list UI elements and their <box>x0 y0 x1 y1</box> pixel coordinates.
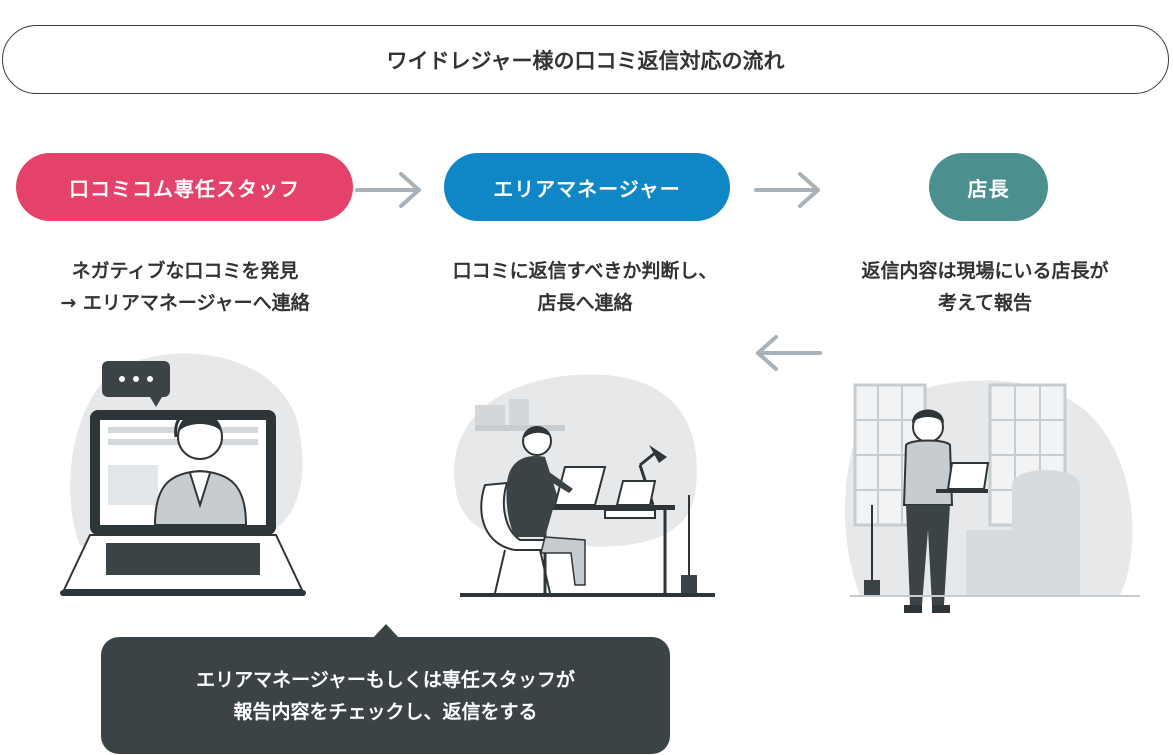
step-description-line: 店長へ連絡 <box>537 292 633 314</box>
role-pill-area-manager-label: エリアマネージャー <box>493 176 681 201</box>
step-description-area-manager: 口コミに返信すべきか判断し、 店長へ連絡 <box>400 255 770 319</box>
role-pill-store-manager: 店長 <box>929 153 1048 221</box>
note-bubble-tail <box>373 624 399 638</box>
role-pill-store-manager-label: 店長 <box>967 176 1010 201</box>
flow-title: ワイドレジャー様の口コミ返信対応の流れ <box>2 25 1169 94</box>
step-description-line: → エリアマネージャーへ連絡 <box>60 292 310 314</box>
flow-title-text: ワイドレジャー様の口コミ返信対応の流れ <box>386 48 785 73</box>
step-description-line: 返信内容は現場にいる店長が <box>861 260 1109 282</box>
arrow-right-icon <box>754 172 820 208</box>
role-pill-staff: 口コミコム専任スタッフ <box>16 153 353 221</box>
note-line: 報告内容をチェックし、返信をする <box>233 700 538 723</box>
note-bubble: エリアマネージャーもしくは専任スタッフが 報告内容をチェックし、返信をする <box>101 637 670 754</box>
role-pill-staff-label: 口コミコム専任スタッフ <box>69 176 300 201</box>
arrow-right-icon <box>355 172 421 208</box>
arrow-left-icon <box>756 335 822 371</box>
step-description-store-manager: 返信内容は現場にいる店長が 考えて報告 <box>800 255 1170 319</box>
support-operator-laptop-illustration <box>60 353 306 596</box>
step-description-line: ネガティブな口コミを発見 <box>71 260 299 282</box>
note-line: エリアマネージャーもしくは専任スタッフが <box>196 668 575 691</box>
step-description-staff: ネガティブな口コミを発見 → エリアマネージャーへ連絡 <box>0 255 370 319</box>
man-at-desk-illustration <box>454 374 715 597</box>
step-description-line: 口コミに返信すべきか判断し、 <box>452 260 718 282</box>
role-pill-area-manager: エリアマネージャー <box>444 153 730 221</box>
man-with-laptop-illustration <box>845 380 1140 613</box>
step-description-line: 考えて報告 <box>937 292 1033 314</box>
